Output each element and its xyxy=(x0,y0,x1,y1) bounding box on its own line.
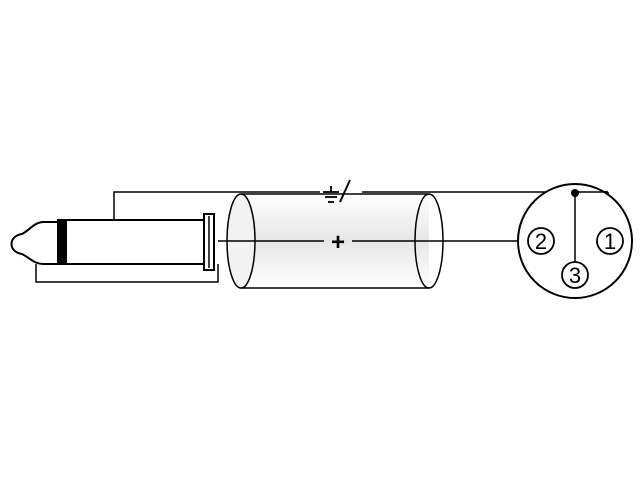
ground-disconnected-icon xyxy=(323,179,351,203)
jack-tip xyxy=(10,221,58,265)
xlr-pin-2-label: 2 xyxy=(535,229,547,254)
xlr-pin-2: 2 xyxy=(527,227,555,255)
xlr-pin-3-label: 3 xyxy=(569,263,581,288)
xlr-pin-3: 3 xyxy=(561,261,589,289)
xlr-pin-1-label: 1 xyxy=(604,229,616,254)
hot-sign-label: + xyxy=(331,229,345,256)
xlr-connector: 1 2 3 xyxy=(517,183,633,299)
xlr-junction-dot xyxy=(571,189,579,197)
xlr-pin-1: 1 xyxy=(596,227,624,255)
jack-plug xyxy=(10,213,215,271)
jack-insulator-ring xyxy=(57,219,67,265)
jack-sleeve xyxy=(65,219,205,265)
